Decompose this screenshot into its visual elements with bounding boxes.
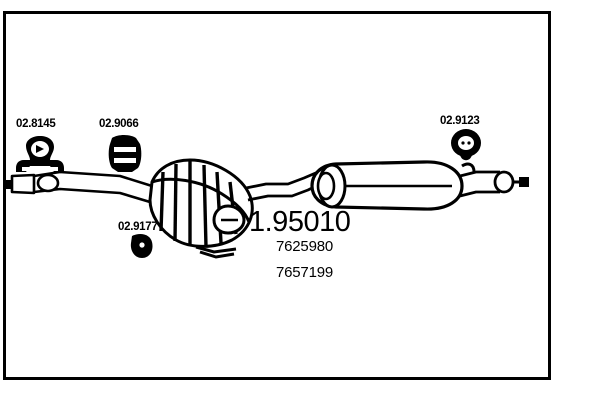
- tailpipe-tip-flange: [519, 177, 529, 187]
- rear-silencer: [310, 160, 464, 211]
- middle-silencer: [148, 158, 254, 259]
- rubber-hanger-ring-icon: [451, 129, 481, 161]
- rubber-mount-small-icon: [130, 234, 153, 258]
- part-label-02-8145: 02.8145: [16, 118, 56, 130]
- alt-part-number-1: 7625980: [276, 238, 333, 255]
- front-pipe-flange: [3, 180, 13, 189]
- front-pipe-assembly: [10, 170, 154, 204]
- part-label-02-9066: 02.9066: [99, 118, 139, 130]
- main-part-number: 1.95010: [249, 206, 351, 238]
- part-label-02-9123: 02.9123: [440, 115, 480, 127]
- mount-bracket-icon: [16, 136, 64, 172]
- tailpipe: [459, 162, 524, 198]
- diagram-border-frame: [3, 11, 551, 380]
- alt-part-number-2: 7657199: [276, 264, 333, 281]
- rubber-mount-ring-icon: [108, 135, 142, 172]
- connecting-pipe: [245, 170, 321, 202]
- part-label-02-9177: 02.9177: [118, 221, 158, 233]
